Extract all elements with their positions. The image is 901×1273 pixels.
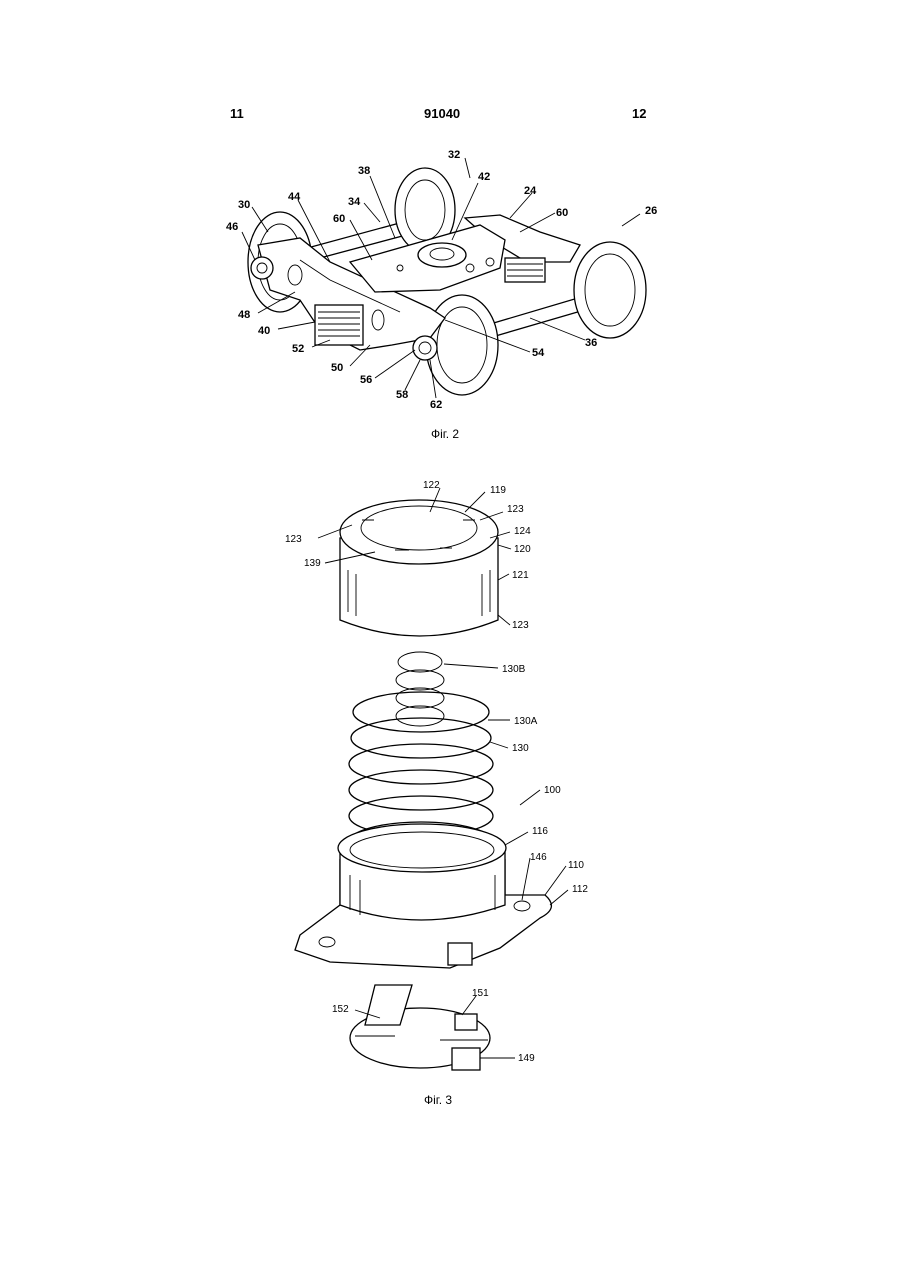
label-152: 152 <box>332 1004 349 1015</box>
coil <box>398 652 442 672</box>
leader <box>505 832 528 845</box>
label-116: 116 <box>532 826 548 837</box>
label-123-top: 123 <box>507 504 524 515</box>
label-123-bottom: 123 <box>512 620 529 631</box>
coil <box>351 718 491 758</box>
retaining-plate <box>350 985 490 1070</box>
label-130A: 130A <box>514 716 538 727</box>
leader <box>498 615 510 625</box>
label-119: 119 <box>490 485 506 496</box>
label-139: 139 <box>304 558 321 569</box>
leader <box>545 866 566 895</box>
base-top <box>338 824 506 872</box>
leader <box>498 545 511 549</box>
base-tab <box>448 943 472 965</box>
coil <box>396 706 444 726</box>
base-housing <box>295 824 551 968</box>
label-146: 146 <box>530 852 547 863</box>
label-112: 112 <box>572 884 588 895</box>
label-120: 120 <box>514 544 531 555</box>
coil <box>396 688 444 708</box>
label-122: 122 <box>423 480 440 491</box>
label-110: 110 <box>568 860 584 871</box>
label-123-left: 123 <box>285 534 302 545</box>
coil <box>396 670 444 690</box>
leader <box>550 890 568 905</box>
leader-arrow <box>520 790 540 805</box>
label-130: 130 <box>512 743 529 754</box>
figure-3-caption: Фіг. 3 <box>424 1093 452 1107</box>
label-100: 100 <box>544 785 561 796</box>
label-121: 121 <box>512 570 529 581</box>
label-124: 124 <box>514 526 531 537</box>
plate-tab-151 <box>455 1014 477 1030</box>
label-149: 149 <box>518 1053 535 1064</box>
plate-tab-149 <box>452 1048 480 1070</box>
leader <box>522 858 530 900</box>
label-130B: 130B <box>502 664 526 675</box>
label-151: 151 <box>472 988 489 999</box>
coil <box>349 744 493 784</box>
coil <box>349 770 493 810</box>
leader <box>490 742 508 748</box>
cap <box>340 500 498 636</box>
leader <box>444 664 498 668</box>
inner-spring <box>396 652 444 726</box>
leader <box>498 574 509 580</box>
